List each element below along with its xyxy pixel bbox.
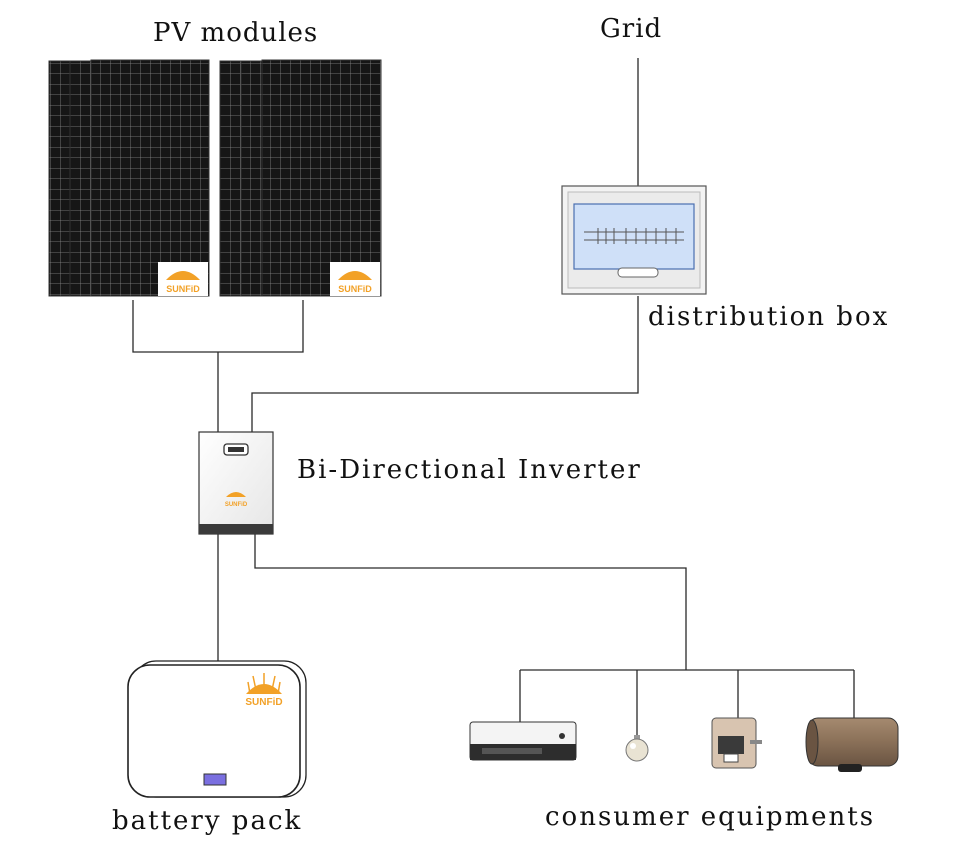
distribution-box-label: distribution box [648,302,890,332]
inverter-icon: SUNFiD [198,431,274,535]
lamp-icon [625,735,649,762]
brand-logo: SUNFiD [330,262,380,296]
wiring [132,58,855,738]
inverter-label: Bi-Directional Inverter [297,455,642,485]
brand-logo: SUNFiD [225,492,248,508]
brand-logo: SUNFiD [158,262,208,296]
logo-text: SUNFiD [166,284,200,294]
battery-pack-label: battery pack [112,806,303,836]
pv-modules: SUNFiD SUNFiD [48,59,382,297]
distribution-to-inverter-wire [251,296,639,432]
logo-text: SUNFiD [225,502,248,508]
air-conditioner-icon [469,721,577,761]
logo-text: SUNFiD [338,284,372,294]
pv-modules-label: PV modules [153,18,319,48]
inverter-to-loads-wire [254,534,855,738]
pv-to-inverter-wire [132,300,304,432]
battery-icon: SUNFiD [127,660,307,798]
solar-panel-icon: SUNFiD [219,59,382,297]
coffee-machine-icon [711,717,762,769]
grid-label: Grid [600,14,663,44]
water-heater-icon [805,717,899,772]
solar-panel-icon: SUNFiD [48,59,210,297]
brand-logo: SUNFiD [245,673,283,708]
consumer-equipments-label: consumer equipments [545,802,876,832]
logo-text: SUNFiD [245,697,282,708]
distribution-box-icon [561,185,707,295]
consumer-equipments [469,717,899,772]
